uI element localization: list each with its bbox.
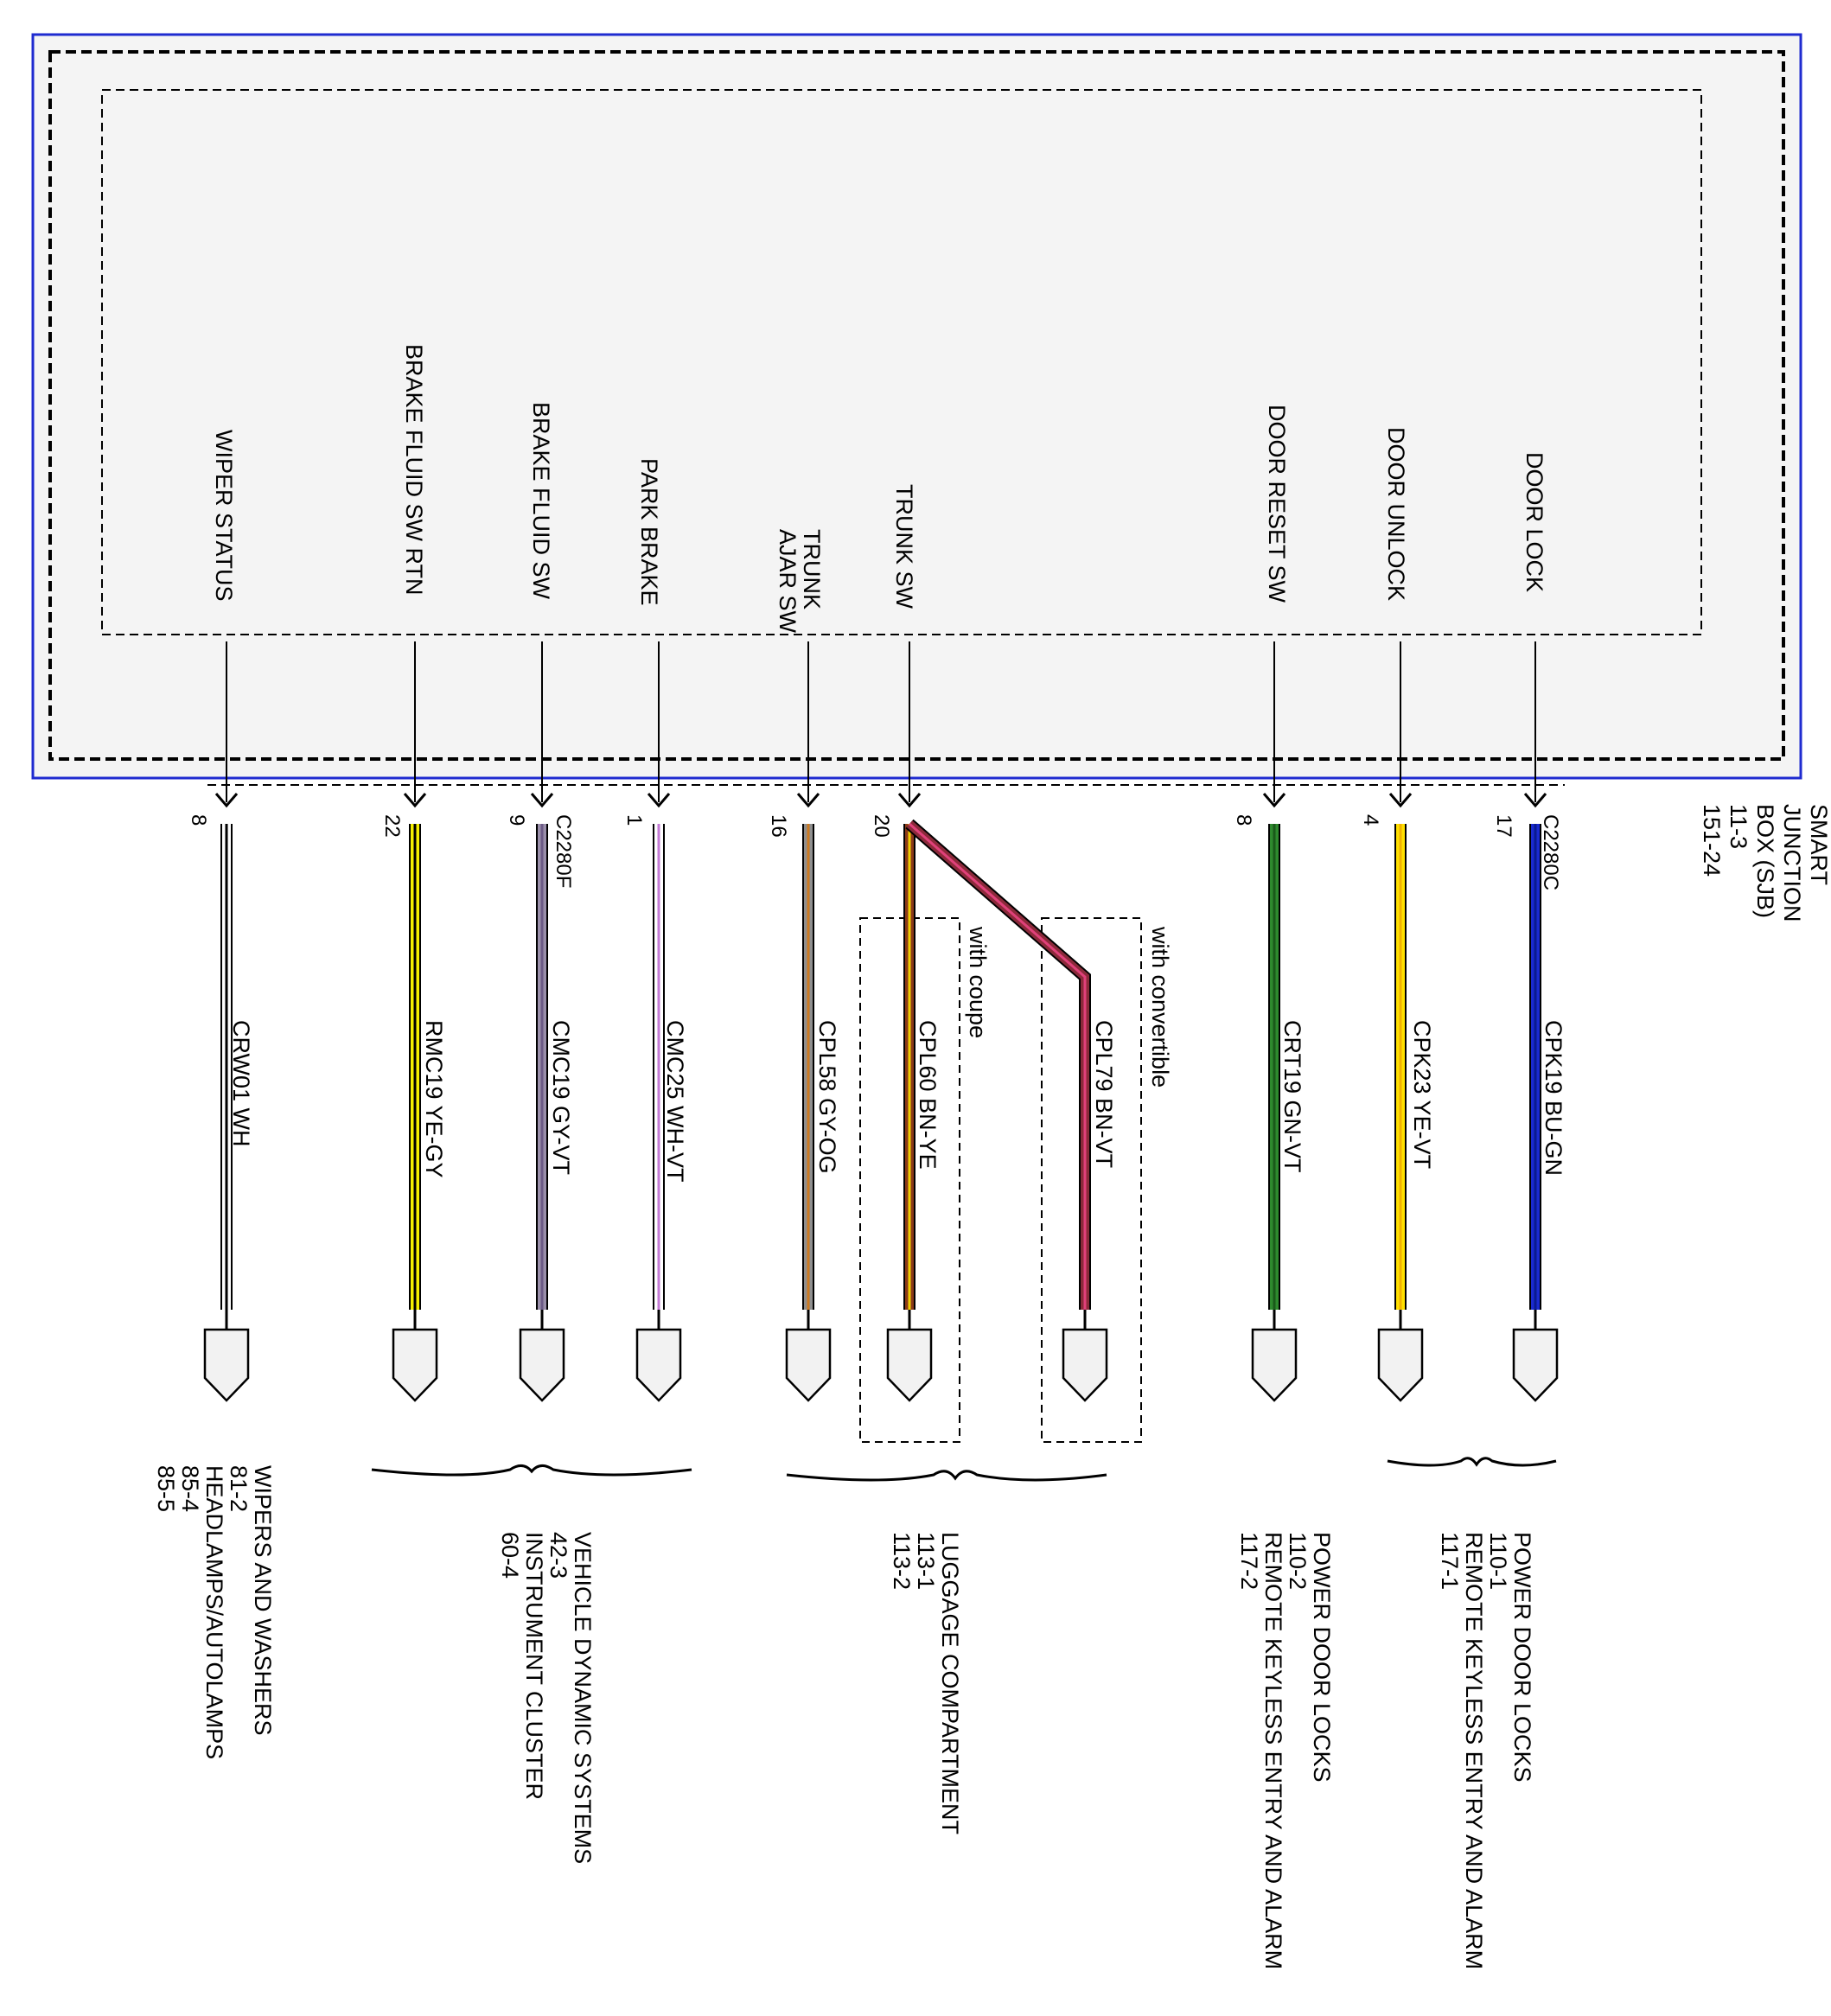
destination-line: POWER DOOR LOCKS (1509, 1532, 1535, 1783)
pin-arrow-icon (214, 793, 239, 808)
destination-line: POWER DOOR LOCKS (1309, 1532, 1335, 1783)
pin-number: 8 (1232, 814, 1255, 826)
pin-number: 20 (870, 814, 893, 838)
circuit-label: CPL58 GY-OG (814, 1020, 840, 1174)
pin-arrow-icon (1262, 793, 1286, 808)
pin-arrow-icon (403, 793, 427, 808)
connector-icon (1512, 1328, 1559, 1402)
connector-icon (1062, 1328, 1108, 1402)
pin-arrow-icon (530, 793, 554, 808)
destination-power-door-locks-rke-1: POWER DOOR LOCKS 110-1 REMOTE KEYLESS EN… (1437, 1532, 1535, 1976)
circuit-label: CMC19 GY-VT (548, 1020, 574, 1175)
pin-number: 9 (505, 814, 528, 826)
connector-icon (785, 1328, 832, 1402)
pin-number: 8 (187, 814, 210, 826)
signal-label-wiper-status: WIPER STATUS (211, 430, 237, 602)
destination-line: INSTRUMENT CLUSTER (521, 1532, 547, 1800)
wire-stripe (909, 822, 1087, 1310)
connector-id: C2280F (552, 814, 575, 888)
circuit-label: CRT19 GN-VT (1279, 1020, 1305, 1173)
pin-arrow-icon (1523, 793, 1547, 808)
signal-label-door-reset-sw: DOOR RESET SW (1264, 405, 1290, 603)
connector-icon (886, 1328, 933, 1402)
circuit-label: CPK19 BU-GN (1541, 1020, 1566, 1176)
module-name-line: 11-3 (1726, 804, 1751, 849)
destination-line: 42-3 (545, 1532, 571, 1579)
brace (371, 1464, 692, 1477)
pin-arrow-icon (647, 793, 671, 808)
pin-arrow-icon (796, 793, 820, 808)
destination-line: 113-2 (889, 1532, 915, 1590)
connector-icon (1377, 1328, 1424, 1402)
pin-number: 4 (1359, 814, 1382, 826)
brace (1387, 1457, 1557, 1467)
destination-power-door-locks-rke-2: POWER DOOR LOCKS 110-2 REMOTE KEYLESS EN… (1236, 1532, 1335, 1976)
pin-arrow-icon (897, 793, 922, 808)
pin-number: 16 (767, 814, 790, 838)
connector-icon (203, 1328, 250, 1402)
signal-label-trunk-sw: TRUNK SW (891, 484, 917, 609)
signal-label-trunk-ajar-sw: TRUNKAJAR SW (775, 529, 825, 634)
circuit-label: CPK23 YE-VT (1409, 1020, 1435, 1169)
signal-label-door-lock: DOOR LOCK (1522, 452, 1547, 592)
destination-line: 113-1 (913, 1532, 939, 1590)
destination-line: REMOTE KEYLESS ENTRY AND ALARM (1461, 1532, 1487, 1969)
module-name-line: JUNCTION (1779, 804, 1805, 922)
destination-line: 81-2 (226, 1465, 252, 1512)
module-name-line: SMART (1806, 804, 1831, 885)
pin-arrow-icon (1388, 793, 1413, 808)
signal-label-brake-fluid-sw-rtn: BRAKE FLUID SW RTN (401, 344, 427, 596)
module-name: SMART JUNCTION BOX (SJB) 11-3 151-24 (1699, 804, 1831, 928)
signal-label-door-unlock: DOOR UNLOCK (1383, 427, 1409, 601)
destination-line: 60-4 (497, 1532, 523, 1579)
option-label-coupe: with coupe (965, 926, 991, 1038)
connector-icon (1251, 1328, 1298, 1402)
destination-luggage-compartment: LUGGAGE COMPARTMENT 113-1 113-2 (889, 1532, 963, 1841)
pin-number: 1 (622, 814, 646, 826)
destination-line: 85-5 (153, 1465, 179, 1512)
sjb-outer-dashed (48, 50, 1785, 761)
destination-line: 110-1 (1485, 1532, 1511, 1590)
destination-wipers-headlamps: WIPERS AND WASHERS 81-2 HEADLAMPS/AUTOLA… (153, 1465, 276, 1766)
connector-icon (635, 1328, 682, 1402)
destination-line: HEADLAMPS/AUTOLAMPS (201, 1465, 227, 1759)
circuit-label: RMC19 YE-GY (421, 1020, 447, 1178)
connector-icon (519, 1328, 565, 1402)
destination-vehicle-dynamic-cluster: VEHICLE DYNAMIC SYSTEMS 42-3 INSTRUMENT … (497, 1532, 596, 1871)
destination-line: WIPERS AND WASHERS (250, 1465, 276, 1736)
destination-line: 85-4 (177, 1465, 203, 1512)
connector-id: C2280C (1539, 814, 1562, 890)
destination-line: LUGGAGE COMPARTMENT (937, 1532, 963, 1834)
wire-group (203, 641, 1559, 1402)
signal-label-park-brake: PARK BRAKE (636, 458, 662, 606)
circuit-label: CPL60 BN-YE (915, 1020, 941, 1170)
module-name-line: BOX (SJB) (1752, 804, 1778, 918)
sjb-inner-dashed (101, 89, 1702, 635)
module-name-line: 151-24 (1699, 804, 1725, 877)
destination-line: 117-1 (1437, 1532, 1463, 1590)
pin-number: 22 (380, 814, 404, 838)
destination-line: REMOTE KEYLESS ENTRY AND ALARM (1260, 1532, 1286, 1969)
destination-line: VEHICLE DYNAMIC SYSTEMS (570, 1532, 596, 1864)
brace (786, 1470, 1107, 1482)
signal-label-brake-fluid-sw: BRAKE FLUID SW (528, 402, 554, 600)
connector-icon (392, 1328, 438, 1402)
pin-number: 17 (1492, 814, 1515, 838)
circuit-label: CMC25 WH-VT (662, 1020, 688, 1183)
destination-line: 110-2 (1285, 1532, 1311, 1590)
sjb-module-box (31, 33, 1802, 780)
option-label-convertible: with convertible (1147, 926, 1173, 1088)
circuit-label: CPL79 BN-VT (1091, 1020, 1117, 1168)
destination-line: 117-2 (1236, 1532, 1262, 1590)
